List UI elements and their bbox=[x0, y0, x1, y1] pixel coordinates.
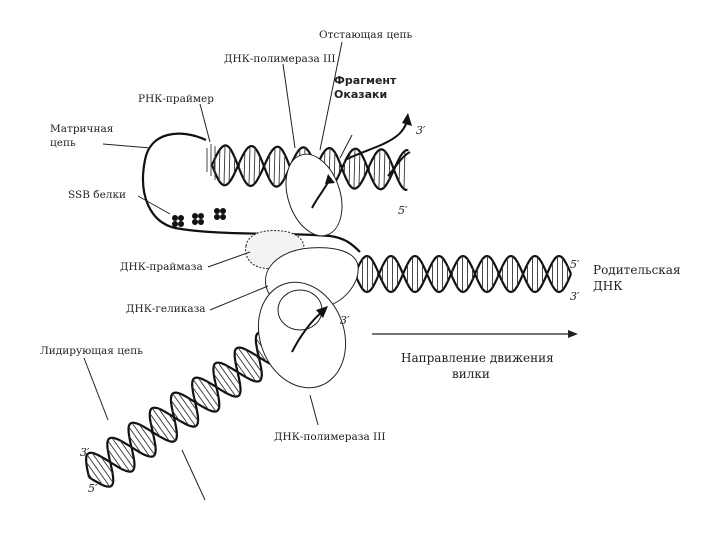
base-pair bbox=[249, 146, 250, 185]
ssb-proteins bbox=[172, 208, 226, 227]
base-pair bbox=[284, 155, 285, 180]
base-pair bbox=[269, 154, 270, 179]
parent-3-prime: 3′ bbox=[570, 290, 580, 303]
helix-strand-b bbox=[89, 342, 283, 487]
base-pair bbox=[244, 152, 245, 180]
leading-5-prime: 5′ bbox=[88, 482, 98, 495]
rna-primer-label: РНК-праймер bbox=[138, 93, 214, 105]
leading-strand-label: Лидирующая цепь bbox=[40, 345, 143, 357]
base-pair bbox=[379, 150, 380, 189]
okazaki-label-line1: Фрагмент bbox=[334, 74, 397, 87]
lagging-strand-label: Отстающая цепь bbox=[319, 29, 412, 41]
parent-dna-label-line1: Родительская bbox=[593, 263, 681, 277]
base-pair bbox=[259, 156, 260, 177]
base-pair bbox=[389, 159, 390, 180]
ssb-protein bbox=[192, 213, 204, 225]
base-pair bbox=[152, 408, 175, 441]
template-strand-label-line2: цепь bbox=[50, 137, 76, 149]
parent-5-prime: 5′ bbox=[570, 258, 580, 271]
polymerase-clamp bbox=[278, 290, 322, 330]
template-strand-label-line1: Матричная bbox=[50, 123, 114, 135]
base-pair bbox=[219, 150, 220, 181]
ssb-protein bbox=[172, 215, 184, 227]
base-pair bbox=[359, 152, 360, 186]
helicase-label: ДНК-геликаза bbox=[126, 303, 206, 315]
base-pair bbox=[274, 148, 275, 186]
fork-direction-label-line2: вилки bbox=[452, 367, 490, 381]
leading-3-prime: 3′ bbox=[80, 446, 90, 459]
base-pair bbox=[254, 148, 255, 184]
base-pair bbox=[364, 161, 365, 177]
base-pair bbox=[229, 148, 230, 182]
lagging-5-prime: 5′ bbox=[398, 204, 408, 217]
dna-polymerase-bottom-label: ДНК-полимераза III bbox=[274, 431, 386, 443]
ssb-label: SSB белки bbox=[68, 189, 126, 201]
polymerase-3-prime: 3′ bbox=[340, 314, 350, 327]
fork-direction-arrow-head bbox=[568, 330, 578, 338]
parent-dna-label-line2: ДНК bbox=[593, 279, 623, 293]
arrow-head bbox=[402, 113, 412, 126]
ssb-protein bbox=[214, 208, 226, 220]
okazaki-label-line2: Оказаки bbox=[334, 88, 387, 101]
base-pair bbox=[384, 151, 385, 187]
base-pair bbox=[279, 148, 280, 186]
fork-direction-label-line1: Направление движения bbox=[401, 351, 554, 365]
base-pair bbox=[374, 155, 375, 183]
primase-label: ДНК-праймаза bbox=[120, 261, 203, 273]
base-pair bbox=[224, 145, 225, 185]
parent-dna-helix bbox=[355, 256, 571, 292]
base-pair bbox=[173, 394, 196, 427]
lagging-3-prime: 3′ bbox=[416, 124, 426, 137]
dna-polymerase-top-label: ДНК-полимераза III bbox=[224, 53, 336, 65]
